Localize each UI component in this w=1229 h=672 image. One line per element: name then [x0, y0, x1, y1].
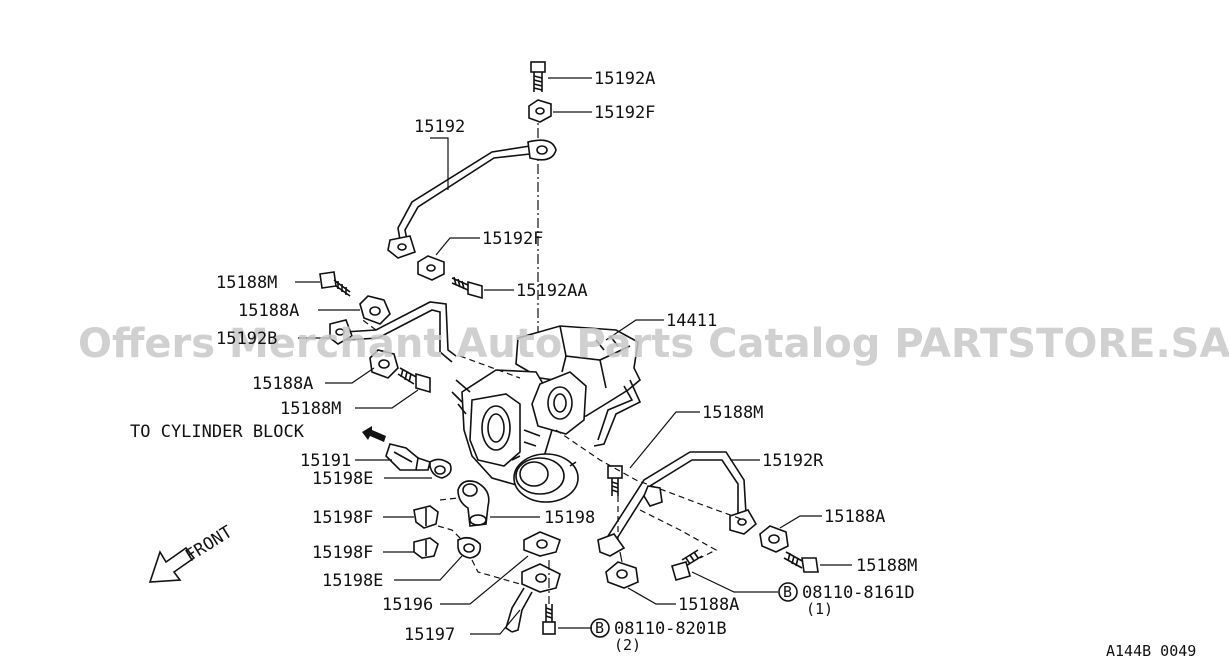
- pipe-15192B: [329, 301, 457, 363]
- turbocharger-14411: [451, 325, 642, 503]
- label-15192R: 15192R: [762, 451, 824, 471]
- washer-15188A-lower: [369, 349, 399, 379]
- label-15198E-2: 15198E: [322, 571, 383, 591]
- bolt-15192AA: [451, 276, 483, 300]
- washer-15192F-top: [528, 99, 552, 123]
- label-15196: 15196: [382, 595, 433, 615]
- label-15188M-right-1: 15188M: [702, 403, 763, 423]
- label-15191: 15191: [300, 451, 351, 471]
- label-15188M-left-1: 15188M: [216, 273, 277, 293]
- label-08110-8161D: 08110-8161D: [802, 583, 915, 603]
- label-15192A: 15192A: [594, 69, 655, 89]
- label-15192AA: 15192AA: [516, 281, 588, 301]
- bolt-marker-circle-2: [590, 618, 610, 638]
- connector-15191: [385, 443, 431, 471]
- label-08110-8201B-qty: (2): [614, 636, 641, 654]
- hose-15198: [457, 480, 490, 527]
- oil-pipe-15192: [387, 139, 557, 259]
- label-15188A-left-2: 15188A: [252, 374, 313, 394]
- bolt-15188M-lower-right: [783, 551, 819, 573]
- bolt-marker-circle-1: [778, 582, 798, 602]
- washer-15188A-right: [759, 525, 789, 553]
- diagram-id: A144B 0049: [1106, 642, 1196, 660]
- bolt-15188M-lower-left: [397, 367, 431, 394]
- label-14411: 14411: [666, 311, 717, 331]
- label-15188M-right-2: 15188M: [856, 556, 917, 576]
- label-15198F-1: 15198F: [312, 508, 373, 528]
- clamp-15198E-lower: [457, 536, 482, 559]
- arrow-to-cylinder-block: [362, 426, 386, 442]
- label-15188A-right: 15188A: [824, 507, 885, 527]
- label-15192: 15192: [414, 117, 465, 137]
- bolt-15188M-upper-left: [319, 271, 351, 297]
- label-15188A-bottom: 15188A: [678, 595, 739, 615]
- bolt-marker-letter-2: B: [595, 619, 604, 637]
- label-to-cylinder-block: TO CYLINDER BLOCK: [130, 422, 305, 442]
- gasket-15196: [523, 531, 561, 557]
- label-15197: 15197: [404, 625, 455, 645]
- watermark: Offers Merchant Auto Parts Catalog PARTS…: [78, 321, 1229, 367]
- bolt-15192A: [530, 61, 546, 92]
- bolt-marker-letter-1: B: [783, 583, 792, 601]
- label-15192F-top: 15192F: [594, 103, 655, 123]
- bolt-08110-8201B: [542, 604, 556, 635]
- label-15192F-mid: 15192F: [482, 229, 543, 249]
- label-15188A-left-1: 15188A: [238, 301, 299, 321]
- label-15188M-left-2: 15188M: [280, 399, 341, 419]
- label-15198F-2: 15198F: [312, 543, 373, 563]
- clamp-15198E-upper: [429, 458, 452, 479]
- label-08110-8161D-qty: (1): [806, 600, 833, 618]
- pipe-15197: [505, 563, 561, 633]
- front-arrow-icon: [148, 546, 196, 583]
- label-15198: 15198: [544, 508, 595, 528]
- bolt-08110-8161D: [671, 549, 703, 581]
- clip-15198F-lower: [413, 537, 439, 559]
- label-front: FRONT: [182, 522, 236, 566]
- bolt-15188M-upper-right: [607, 465, 623, 496]
- label-08110-8201B: 08110-8201B: [614, 619, 727, 639]
- label-15192B: 15192B: [216, 329, 277, 349]
- washer-15192F-mid: [417, 255, 445, 281]
- label-15198E-1: 15198E: [312, 469, 373, 489]
- clip-15198F-upper: [413, 505, 439, 529]
- washer-15188A-bottom: [605, 561, 639, 589]
- washer-15188A-upper: [359, 295, 391, 325]
